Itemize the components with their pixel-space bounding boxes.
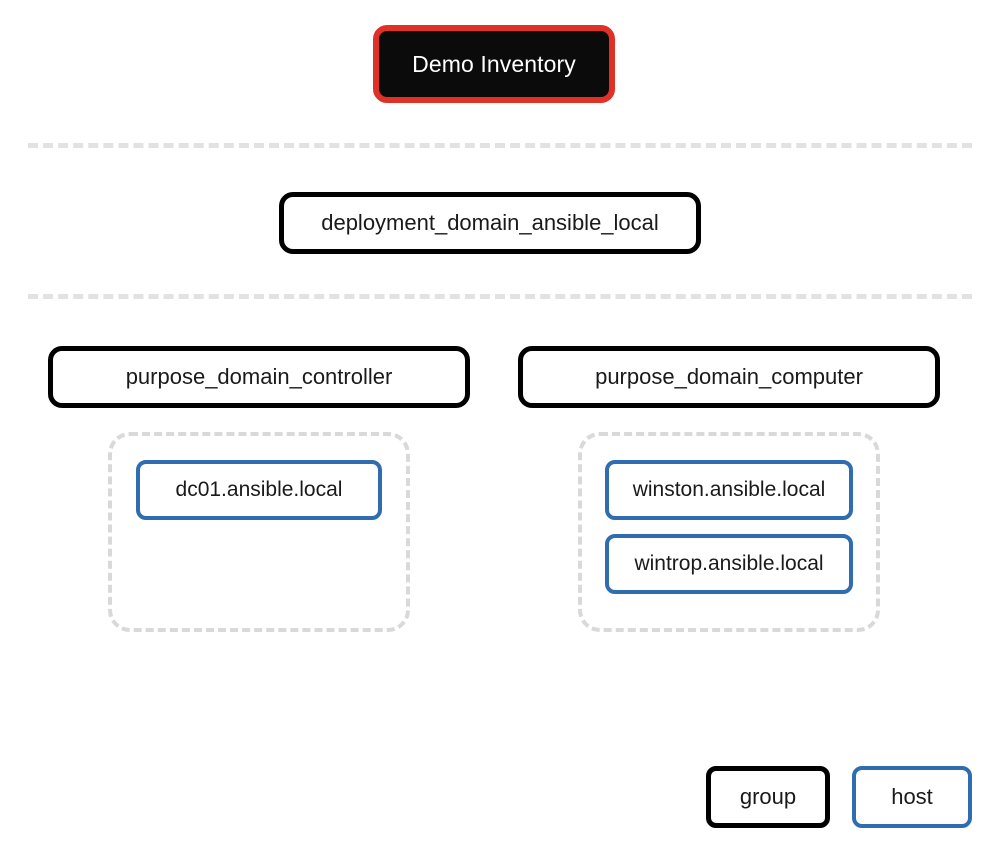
tier-separator-above-purpose [28,294,972,299]
legend: group host [706,766,972,828]
host-node-label: winston.ansible.local [632,478,826,501]
legend-item-group: group [706,766,830,828]
legend-item-host: host [852,766,972,828]
host-node-dc01[interactable]: dc01.ansible.local [136,460,382,520]
legend-item-label: group [739,784,797,809]
host-container-purpose-domain-controller: dc01.ansible.local [108,432,410,632]
group-node-label: purpose_domain_controller [125,364,393,389]
inventory-root-label: Demo Inventory [412,50,576,77]
host-node-wintrop[interactable]: wintrop.ansible.local [605,534,853,594]
host-container-purpose-domain-computer: winston.ansible.local wintrop.ansible.lo… [578,432,880,632]
legend-item-label: host [891,784,933,809]
group-node-purpose-domain-controller[interactable]: purpose_domain_controller [48,346,470,408]
group-node-purpose-domain-computer[interactable]: purpose_domain_computer [518,346,940,408]
group-node-label: purpose_domain_computer [595,364,863,389]
host-node-winston[interactable]: winston.ansible.local [605,460,853,520]
group-node-label: deployment_domain_ansible_local [321,210,659,235]
inventory-root-node[interactable]: Demo Inventory [373,25,615,103]
host-node-label: wintrop.ansible.local [634,552,824,575]
tier-separator-above-deployment [28,143,972,148]
host-node-label: dc01.ansible.local [175,478,343,501]
group-node-deployment-domain-ansible-local[interactable]: deployment_domain_ansible_local [279,192,701,254]
